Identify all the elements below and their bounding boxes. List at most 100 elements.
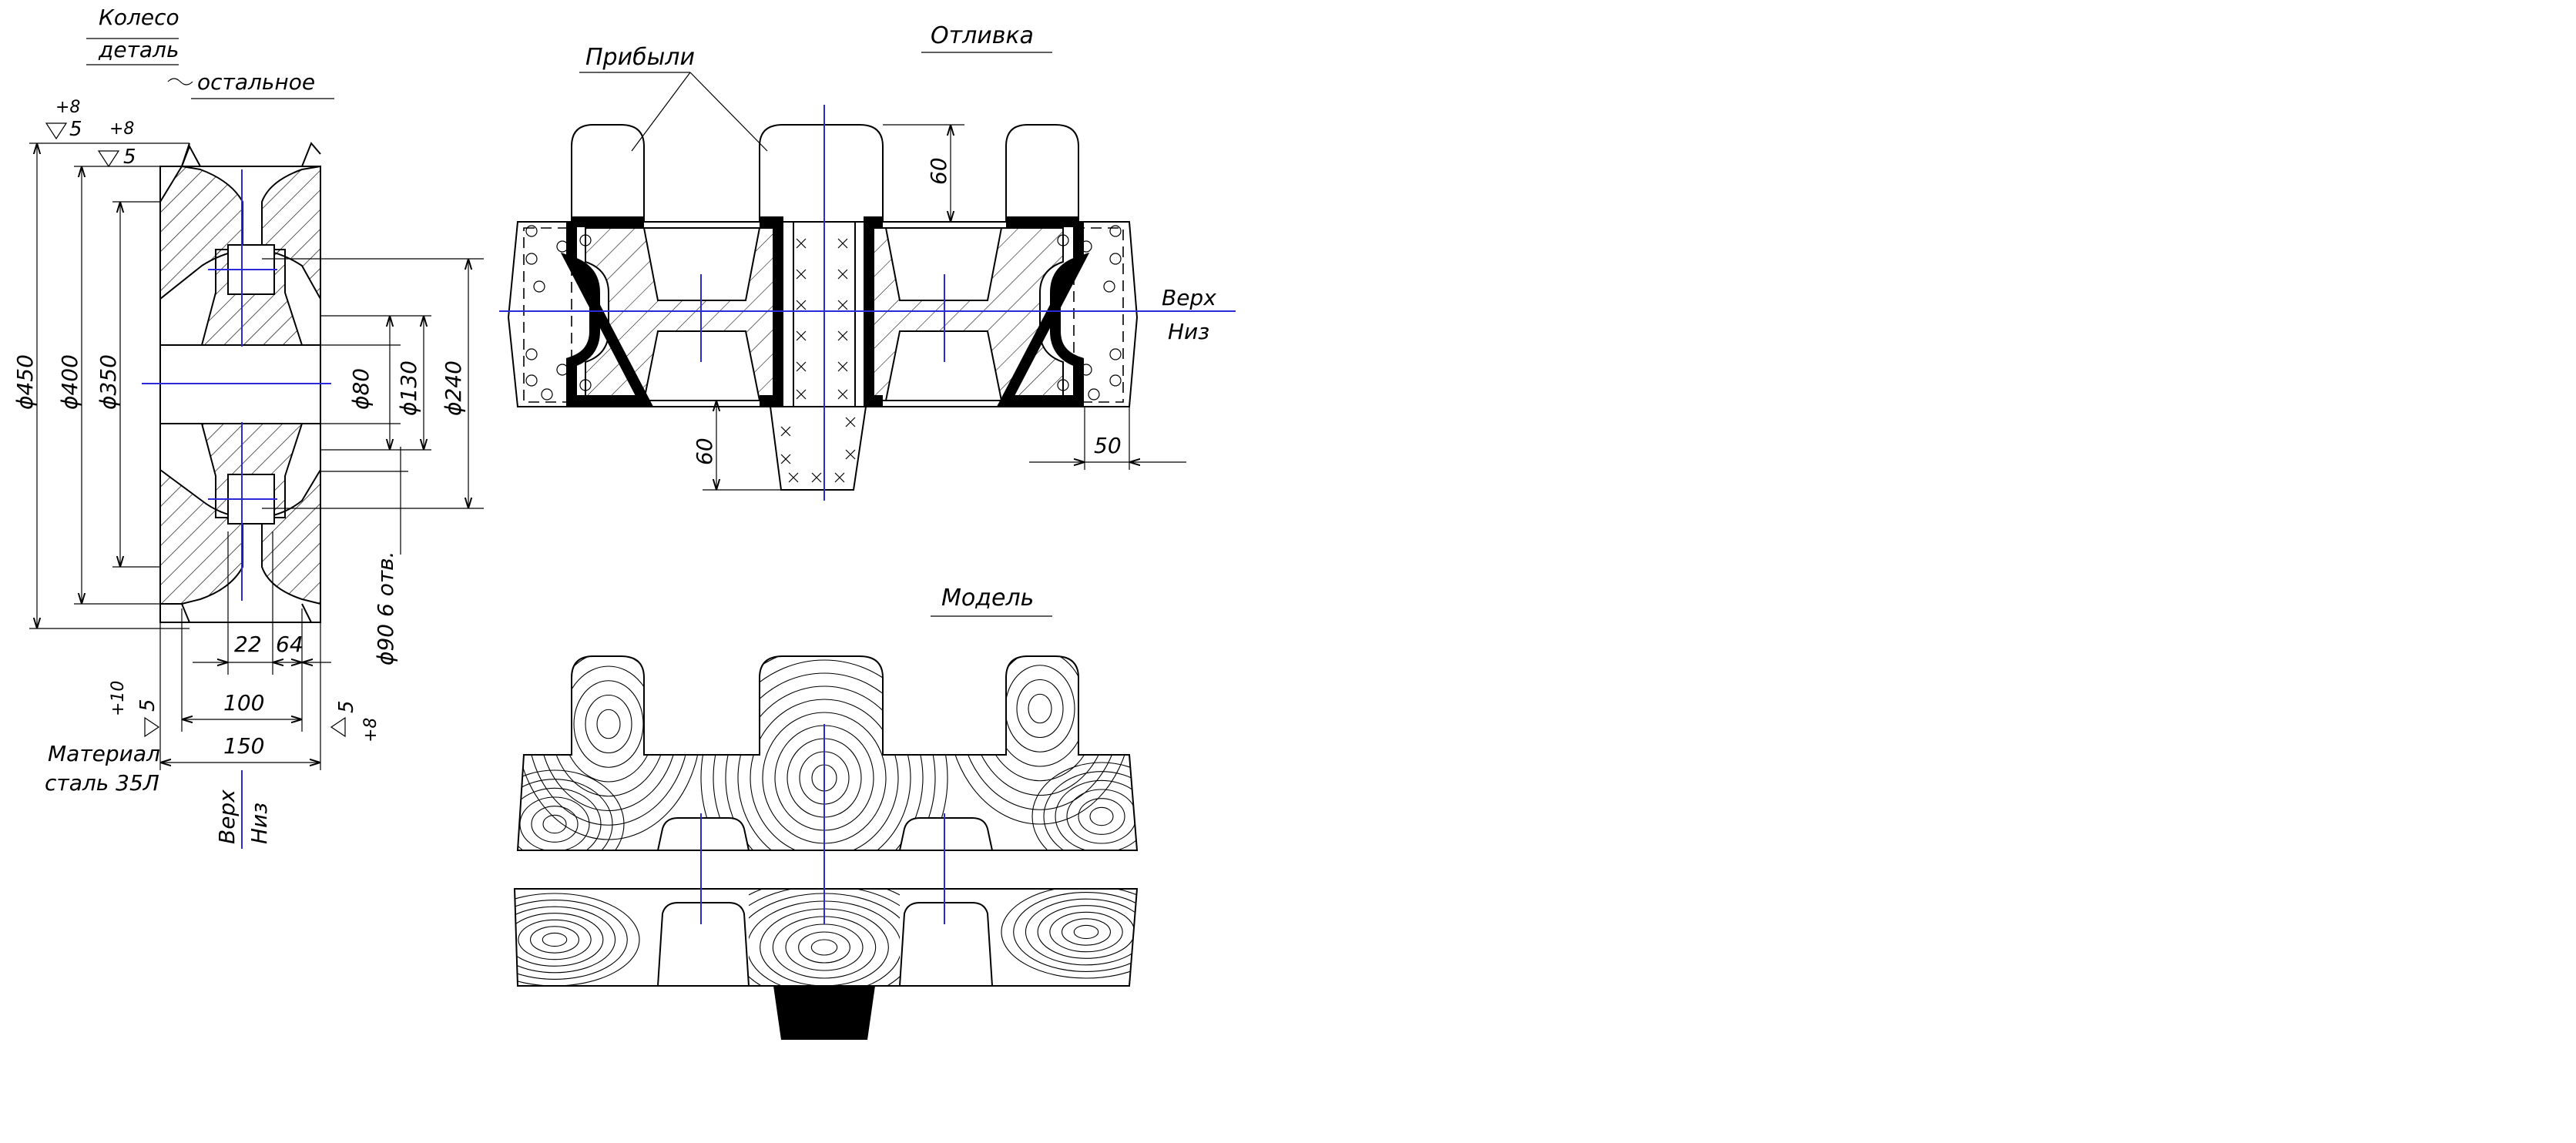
roughness-top-left-val: 5 bbox=[69, 118, 82, 141]
core-x-mark bbox=[845, 417, 856, 427]
core-x-mark bbox=[796, 269, 807, 280]
core-x-mark bbox=[780, 426, 791, 437]
wood-grain-ring bbox=[518, 787, 602, 850]
wood-grain-ring bbox=[1005, 665, 1075, 753]
vent-dot bbox=[579, 379, 592, 391]
wood-grain-ring bbox=[750, 699, 899, 850]
wood-grain-ring bbox=[573, 680, 644, 768]
wood-grain-ring bbox=[1078, 798, 1125, 835]
roughness-top-left-icon bbox=[45, 122, 68, 140]
wood-grain-ring bbox=[531, 806, 579, 843]
core-x-mark bbox=[788, 472, 799, 483]
core-x-mark bbox=[837, 330, 848, 341]
wood-grain-ring bbox=[1028, 693, 1052, 724]
core-x-mark bbox=[845, 449, 856, 460]
vent-dot bbox=[1088, 388, 1100, 401]
casting-niz-label: Низ bbox=[1168, 319, 1209, 344]
dim-phi240: ϕ240 bbox=[441, 360, 466, 416]
vent-dot bbox=[1057, 234, 1069, 246]
casting-title: Отливка bbox=[931, 22, 1034, 49]
wood-grain-ring bbox=[700, 656, 948, 850]
model-title: Модель bbox=[941, 585, 1034, 612]
wood-grain-ring bbox=[518, 919, 592, 960]
wood-grain-ring bbox=[542, 814, 567, 834]
core-x-mark bbox=[796, 361, 807, 372]
vent-dot bbox=[533, 280, 545, 293]
core-x-mark bbox=[837, 238, 848, 249]
core-x-mark bbox=[834, 472, 845, 483]
wood-grain-ring bbox=[970, 656, 1110, 796]
vent-dot bbox=[556, 364, 569, 376]
riser-left bbox=[571, 124, 645, 222]
dim-phi400: ϕ400 bbox=[57, 354, 82, 410]
casting-verh-label: Верх bbox=[1162, 285, 1216, 310]
wood-grain-ring bbox=[550, 656, 667, 797]
dim-phi130: ϕ130 bbox=[396, 360, 421, 416]
core-x-mark bbox=[837, 269, 848, 280]
roughness-bottom-left-sup: +10 bbox=[109, 681, 128, 716]
dim-100: 100 bbox=[223, 690, 264, 716]
vent-dot bbox=[556, 240, 569, 253]
wood-grain-ring bbox=[518, 656, 702, 840]
wood-grain-ring bbox=[1089, 806, 1114, 826]
material-line2: сталь 35Л bbox=[45, 770, 159, 796]
detail-view: Колесо деталь остальное +8 5 +8 5 bbox=[12, 5, 484, 849]
vent-dot bbox=[525, 348, 538, 360]
vent-dot bbox=[1109, 374, 1122, 387]
dim-phi350: ϕ350 bbox=[96, 354, 121, 410]
wood-grain-ring bbox=[737, 685, 911, 850]
core-x-mark bbox=[811, 472, 822, 483]
dim-holes: ϕ90 6 отв. bbox=[373, 551, 398, 665]
wood-grain-ring bbox=[1073, 924, 1099, 940]
roughness-top-mid-val: 5 bbox=[123, 146, 136, 169]
vent-dot bbox=[541, 388, 553, 401]
wood-grain-ring bbox=[1066, 789, 1137, 844]
core-sand-marks bbox=[780, 238, 856, 483]
wood-grain-ring bbox=[1037, 905, 1135, 959]
wood-grain-ring bbox=[981, 656, 1098, 782]
vent-dot bbox=[1109, 253, 1122, 265]
casting-view: Отливка Прибыли bbox=[499, 22, 1236, 501]
wood-grain-ring bbox=[1031, 762, 1137, 850]
roughness-bottom-right-icon bbox=[330, 716, 346, 738]
casting-dim-60-bottom: 60 bbox=[692, 437, 717, 465]
wood-grain-ring bbox=[1013, 892, 1137, 972]
wood-grain-ring bbox=[1016, 679, 1064, 739]
wood-grain-ring bbox=[1049, 911, 1123, 953]
detail-title-bottom: деталь bbox=[98, 37, 179, 62]
detail-verh-label: Верх bbox=[214, 789, 240, 844]
dim-phi80: ϕ80 bbox=[348, 368, 374, 410]
wood-grain-ring bbox=[530, 926, 579, 954]
risers-label: Прибыли bbox=[585, 44, 695, 71]
core-x-mark bbox=[837, 361, 848, 372]
casting-dim-60-top: 60 bbox=[926, 157, 951, 185]
dim-22: 22 bbox=[234, 632, 262, 657]
wood-grain-ring bbox=[810, 939, 838, 956]
wood-grain-ring bbox=[515, 906, 616, 974]
detail-niz-label: Низ bbox=[247, 803, 272, 844]
wood-grain-ring bbox=[585, 694, 632, 754]
wood-grain-ring bbox=[1001, 889, 1137, 979]
core-x-mark bbox=[796, 238, 807, 249]
rest-roughness-note: остальное bbox=[197, 69, 315, 95]
casting-dim-50: 50 bbox=[1094, 433, 1122, 458]
wood-grain-ring bbox=[1025, 898, 1137, 966]
roughness-top-mid-icon bbox=[97, 150, 120, 168]
wood-grain-ring bbox=[725, 672, 924, 850]
vent-dot bbox=[579, 234, 592, 246]
detail-title-top: Колесо bbox=[99, 5, 179, 30]
wood-grain-ring bbox=[1043, 771, 1137, 850]
riser-right bbox=[1005, 124, 1079, 222]
dim-150: 150 bbox=[223, 733, 264, 759]
core-x-mark bbox=[796, 300, 807, 310]
wood-grain-upper bbox=[518, 656, 1137, 850]
wood-grain-ring bbox=[538, 656, 679, 812]
wood-grain-ring bbox=[958, 656, 1122, 810]
core-x-mark bbox=[837, 389, 848, 400]
wood-grain-ring bbox=[785, 923, 864, 971]
vent-dot bbox=[525, 374, 538, 387]
core-x-mark bbox=[780, 454, 791, 464]
core-x-mark bbox=[796, 389, 807, 400]
